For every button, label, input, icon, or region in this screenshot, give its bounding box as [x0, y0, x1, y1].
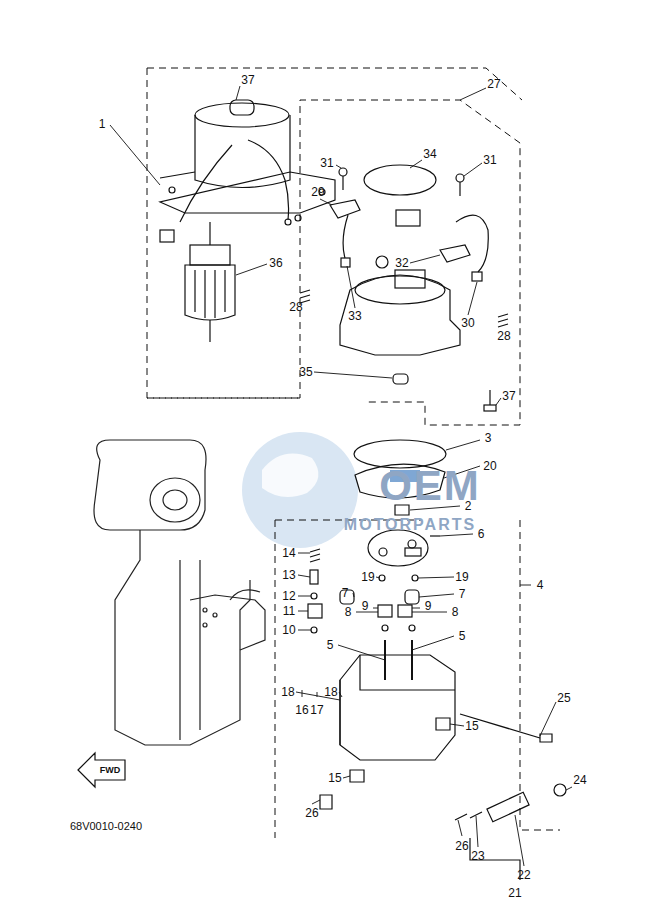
callout-number: 33: [348, 310, 361, 322]
pump-body: [308, 530, 566, 880]
callout-number: 12: [282, 590, 295, 602]
callout-number: 19: [361, 571, 374, 583]
callout-number: 27: [487, 78, 500, 90]
callout-number: 18: [324, 686, 337, 698]
callout-number: 26: [305, 807, 318, 819]
callout-number: 20: [483, 460, 496, 472]
callout-number: 9: [425, 600, 432, 612]
callout-number: 22: [517, 869, 530, 881]
callout-number: 14: [282, 547, 295, 559]
callout-number: 1: [99, 118, 106, 130]
callout-number: 36: [269, 257, 282, 269]
callout-number: 25: [557, 692, 570, 704]
watermark: MOTORPARTS: [344, 517, 476, 533]
callout-number: 32: [395, 257, 408, 269]
callout-number: 15: [328, 772, 341, 784]
callout-number: 31: [320, 157, 333, 169]
callout-number: 11: [283, 605, 295, 617]
callout-number: 15: [465, 720, 478, 732]
forward-arrow: [78, 753, 125, 787]
callout-number: 3: [485, 432, 492, 444]
callout-number: 6: [478, 528, 485, 540]
callout-number: 34: [423, 148, 436, 160]
watermark-globe: [242, 432, 358, 548]
callout-number: 17: [310, 704, 323, 716]
callout-number: 37: [241, 74, 254, 86]
drawing-code: 68V0010-0240: [70, 821, 142, 832]
callout-number: 5: [327, 639, 334, 651]
callout-number: 7: [342, 587, 349, 599]
callout-number: 16: [295, 704, 308, 716]
armature: [185, 222, 235, 342]
callout-number: 8: [345, 606, 352, 618]
motor-housing: [160, 100, 335, 242]
callout-number: 35: [299, 366, 312, 378]
callout-number: 4: [537, 579, 544, 591]
callout-number: 30: [461, 317, 474, 329]
callout-number: 24: [573, 774, 586, 786]
callout-number: 28: [289, 301, 302, 313]
leader-line: [110, 86, 572, 866]
direction-label: FWD: [100, 766, 121, 775]
callout-number: 10: [282, 624, 295, 636]
callout-number: 37: [502, 390, 515, 402]
callout-number: 5: [459, 630, 466, 642]
callout-number: 29: [311, 186, 324, 198]
callout-number: 19: [455, 571, 468, 583]
callout-number: 28: [497, 330, 510, 342]
trim-cylinder: [94, 440, 265, 745]
callout-number: 18: [281, 686, 294, 698]
callout-number: 23: [471, 850, 484, 862]
callout-number: 21: [508, 887, 521, 899]
brush-holder: [300, 165, 508, 411]
watermark: OEM: [379, 465, 481, 507]
callout-number: 8: [452, 606, 459, 618]
callout-number: 31: [483, 154, 496, 166]
callout-number: 7: [459, 588, 466, 600]
callout-number: 13: [282, 569, 295, 581]
callout-number: 26: [455, 840, 468, 852]
callout-number: 9: [362, 600, 369, 612]
group-outline: [147, 68, 560, 838]
